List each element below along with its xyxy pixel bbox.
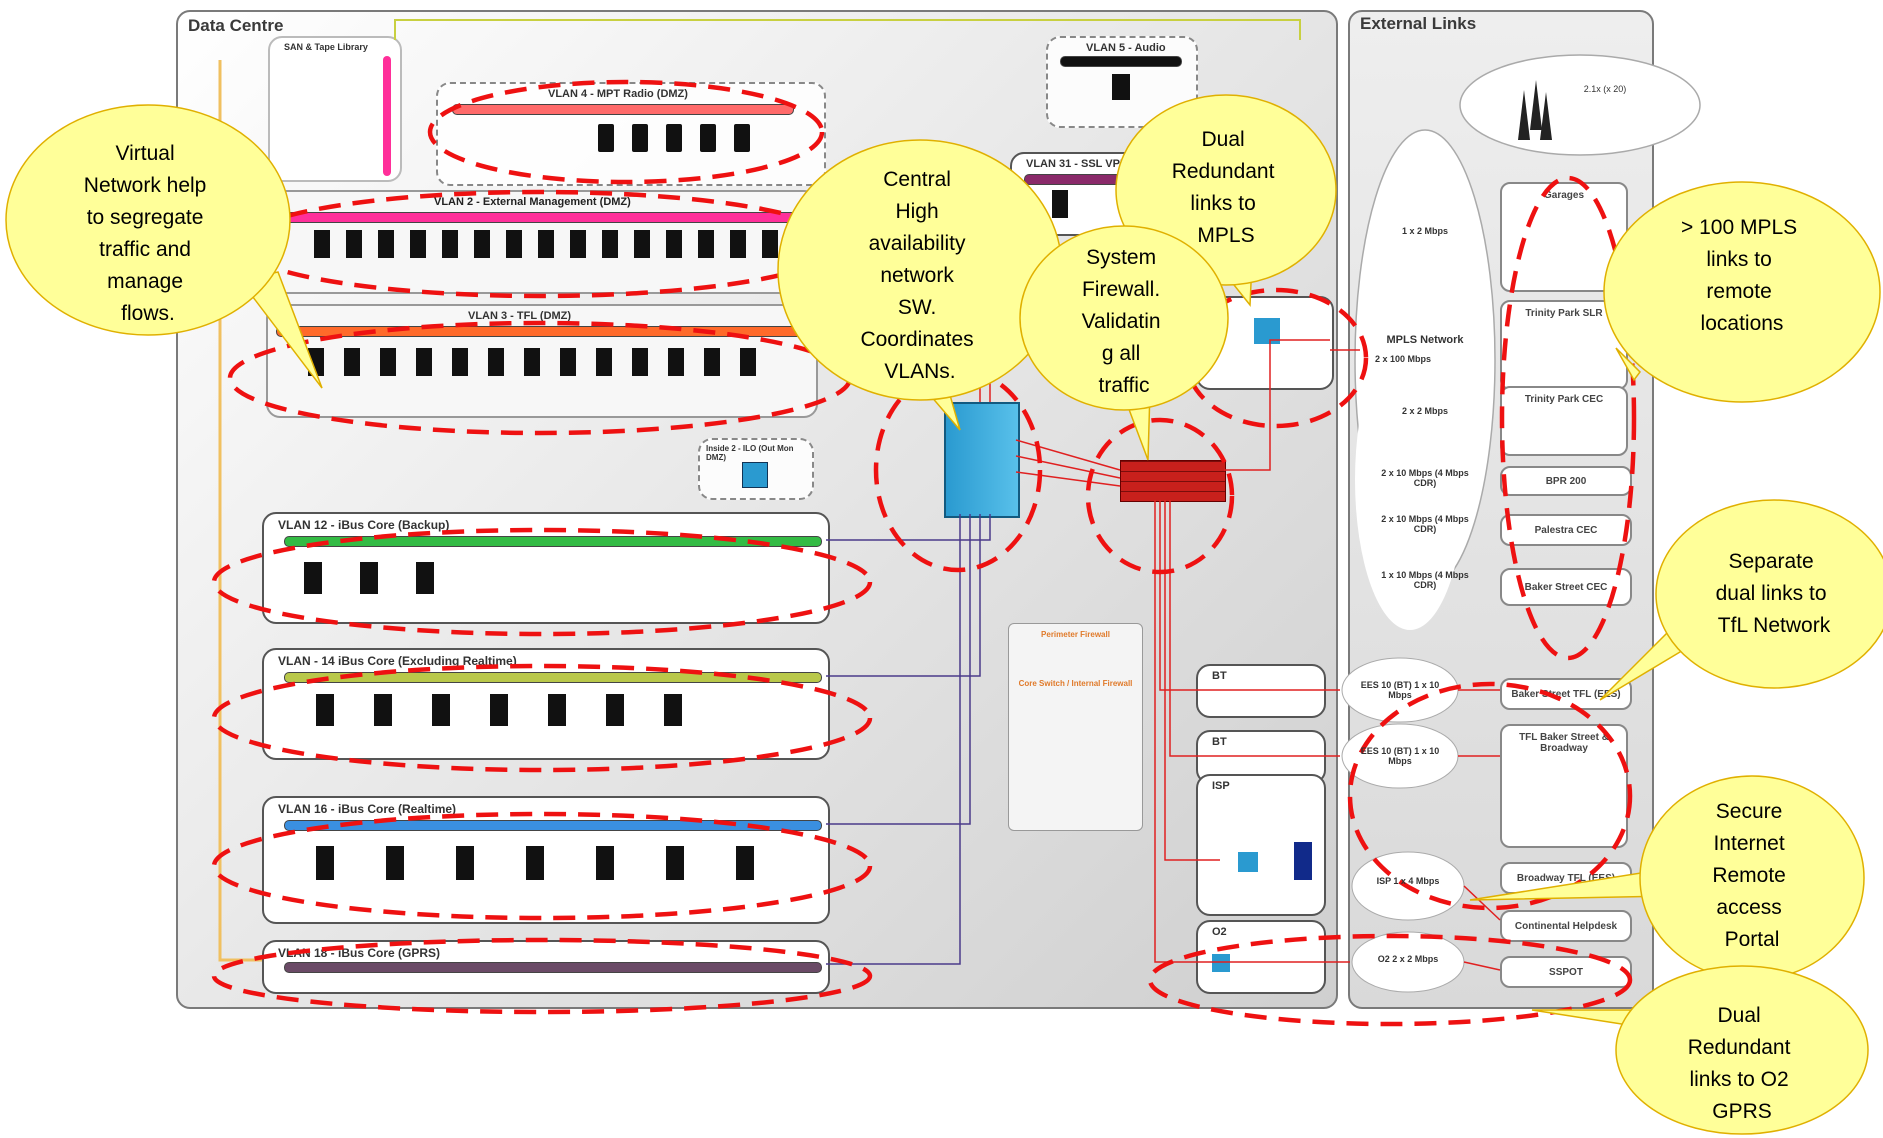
- link-label-4: 2 x 10 Mbps (4 Mbps CDR): [1380, 514, 1470, 534]
- radio-cloud-label: 2.1x (x 20): [1560, 84, 1650, 94]
- highlight-vlan2: [240, 192, 840, 296]
- callout-firewall: System Firewall. Validatin g all traffic: [1020, 226, 1228, 460]
- highlight-vlan12: [214, 530, 870, 634]
- link-label-2: 2 x 2 Mbps: [1380, 406, 1470, 416]
- callout-mpls-100: > 100 MPLS links to remote locations: [1604, 182, 1880, 402]
- callout-central-sw: Central High availability network SW. Co…: [778, 140, 1062, 430]
- highlight-vlan3: [230, 323, 850, 433]
- highlight-vlan18: [214, 940, 870, 1012]
- callout-internet-portal: Secure Internet Remote access Portal: [1470, 776, 1864, 980]
- callout-virtual-network: Virtual Network help to segregate traffi…: [6, 105, 322, 388]
- link-label-1: 1 x 2 Mbps: [1380, 226, 1470, 236]
- mpls-cloud: [1355, 130, 1495, 630]
- highlight-vlan4: [430, 82, 822, 182]
- highlight-vlan14: [214, 666, 870, 770]
- callout-tfl-links: Separate dual links to TfL Network: [1600, 500, 1883, 700]
- isp-cloud-label: ISP 1 x 4 Mbps: [1363, 876, 1453, 886]
- callout-tfl-links-text: Separate dual links to TfL Network: [1716, 550, 1833, 637]
- core-vlan-links: [826, 514, 990, 964]
- link-label-5: 1 x 10 Mbps (4 Mbps CDR): [1380, 570, 1470, 590]
- callout-o2-gprs: Dual Redundant links to O2 GPRS: [1532, 966, 1868, 1134]
- ees-cloud-2-label: EES 10 (BT) 1 x 10 Mbps: [1355, 746, 1445, 766]
- audio-link: [395, 20, 1300, 40]
- o2-cloud-label: O2 2 x 2 Mbps: [1363, 954, 1453, 964]
- highlight-vlan16: [214, 814, 870, 918]
- mpls-uplink-label: 2 x 100 Mbps: [1358, 354, 1448, 364]
- radio-cloud: [1460, 55, 1700, 155]
- mpls-network-label: MPLS Network: [1380, 334, 1470, 346]
- ees-cloud-1-label: EES 10 (BT) 1 x 10 Mbps: [1355, 680, 1445, 700]
- link-label-3: 2 x 10 Mbps (4 Mbps CDR): [1380, 468, 1470, 488]
